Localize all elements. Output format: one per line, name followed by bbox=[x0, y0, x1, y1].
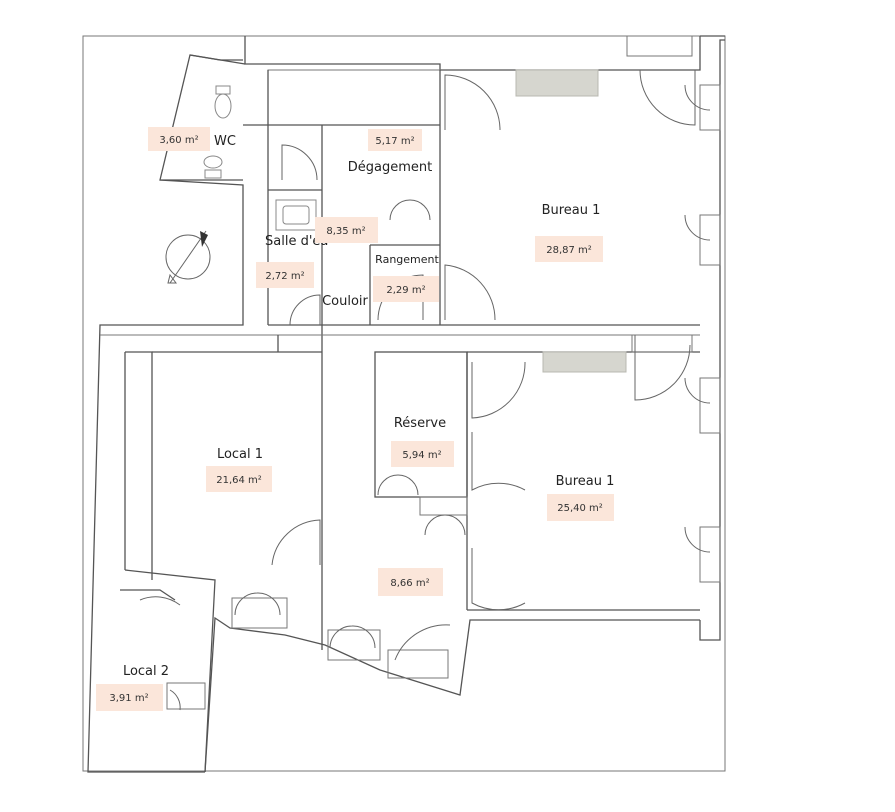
svg-text:Bureau 1: Bureau 1 bbox=[542, 203, 601, 218]
room-local-1: Local 1 21,64 m² bbox=[206, 447, 272, 492]
room-bureau-1-top: Bureau 1 28,87 m² bbox=[535, 203, 603, 262]
svg-text:Bureau 1: Bureau 1 bbox=[556, 474, 615, 489]
radiator-icon bbox=[515, 69, 599, 97]
svg-text:3,60 m²: 3,60 m² bbox=[159, 135, 198, 146]
room-degagement: Dégagement 5,17 m² bbox=[348, 129, 432, 175]
svg-text:Local 1: Local 1 bbox=[217, 447, 263, 462]
room-couloir: Couloir 8,35 m² bbox=[315, 217, 378, 309]
svg-text:Dégagement: Dégagement bbox=[348, 160, 432, 175]
room-reserve: Réserve 5,94 m² bbox=[391, 416, 454, 467]
toilet-icon bbox=[214, 85, 232, 119]
room-wc: WC 3,60 m² bbox=[148, 127, 236, 151]
svg-text:Local 2: Local 2 bbox=[123, 664, 169, 679]
svg-text:WC: WC bbox=[214, 134, 236, 149]
outer-walls bbox=[87, 35, 725, 773]
sink-icon bbox=[203, 155, 223, 179]
svg-text:5,17 m²: 5,17 m² bbox=[375, 136, 414, 147]
plan-frame bbox=[82, 35, 726, 772]
svg-text:3,91 m²: 3,91 m² bbox=[109, 693, 148, 704]
svg-text:21,64 m²: 21,64 m² bbox=[216, 475, 262, 486]
svg-text:Couloir: Couloir bbox=[322, 294, 368, 309]
room-bureau-1-bottom: Bureau 1 25,40 m² bbox=[547, 474, 614, 521]
doors bbox=[139, 69, 711, 711]
windows bbox=[166, 35, 721, 710]
svg-text:8,35 m²: 8,35 m² bbox=[326, 226, 365, 237]
room-salle-deau: Salle d'ea 2,72 m² bbox=[256, 234, 328, 288]
room-local-2: Local 2 3,91 m² bbox=[96, 664, 169, 711]
svg-text:Réserve: Réserve bbox=[394, 416, 446, 431]
svg-text:Rangement: Rangement bbox=[375, 253, 439, 266]
svg-text:5,94 m²: 5,94 m² bbox=[402, 450, 441, 461]
svg-text:Salle d'ea: Salle d'ea bbox=[265, 234, 328, 249]
room-hall: 8,66 m² bbox=[378, 568, 443, 596]
room-rangement: Rangement 2,29 m² bbox=[373, 253, 439, 302]
svg-text:2,72 m²: 2,72 m² bbox=[265, 271, 304, 282]
north-arrow-icon bbox=[165, 230, 211, 284]
svg-text:28,87 m²: 28,87 m² bbox=[546, 245, 592, 256]
sink-icon bbox=[275, 199, 317, 231]
svg-text:8,66 m²: 8,66 m² bbox=[390, 578, 429, 589]
svg-text:2,29 m²: 2,29 m² bbox=[386, 285, 425, 296]
radiator-icon bbox=[542, 351, 627, 373]
interior-walls bbox=[100, 69, 700, 773]
svg-text:25,40 m²: 25,40 m² bbox=[557, 503, 603, 514]
